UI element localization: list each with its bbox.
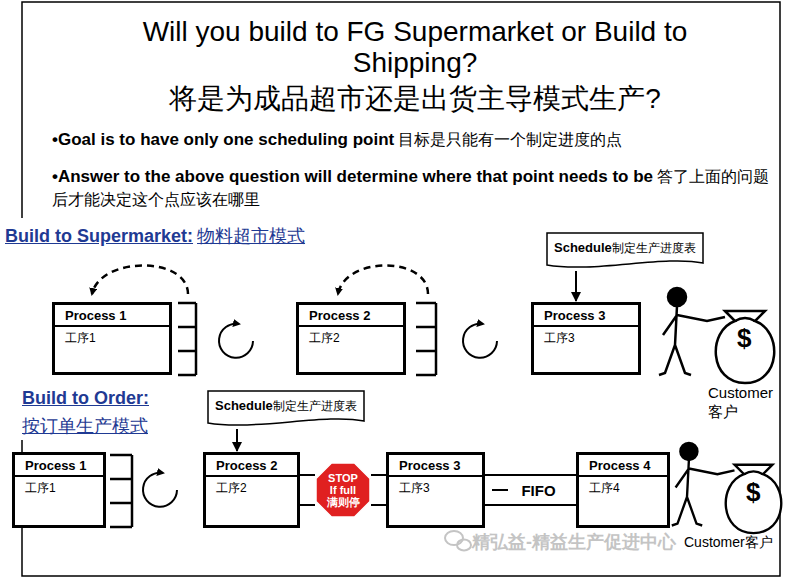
process-header: Process 1: [55, 305, 169, 327]
process-header: Process 1: [15, 455, 103, 477]
stop-text: STOP: [328, 472, 358, 484]
stop-text: If full: [330, 484, 356, 496]
schedule-text: Schedule: [554, 240, 612, 255]
label: 物料超市模式: [197, 226, 305, 246]
stop-sign: STOPIf full满则停: [315, 462, 371, 518]
process-body: 工序1: [15, 477, 103, 497]
stop-text: 满则停: [327, 496, 360, 508]
title: Will you build to FG Supermarket or Buil…: [90, 16, 740, 78]
process-box: Process 2 工序2: [203, 452, 300, 528]
process-body: 工序2: [299, 327, 403, 347]
schedule-document: Schedule制定生产进度表: [546, 232, 704, 271]
process-name: Process 2: [309, 308, 370, 323]
label-group: Customer客户: [684, 533, 784, 552]
label-group: 按订单生产模式: [22, 414, 192, 438]
process-box: Process 3 工序3: [531, 302, 641, 375]
process-name: Process 1: [65, 308, 126, 323]
process-name-cn: 工序2: [216, 480, 247, 497]
label: Build to Supermarket:: [5, 226, 193, 246]
connector: [236, 429, 238, 451]
schedule-document: Schedule制定生产进度表: [207, 390, 365, 429]
process-box: Process 2 工序2: [296, 302, 406, 375]
frame: [22, 2, 780, 576]
label: •Answer to the above question will deter…: [52, 167, 653, 186]
label-group: Build to Supermarket:物料超市模式: [5, 224, 425, 248]
process-name: Process 2: [216, 458, 277, 473]
label: •Goal is to have only one scheduling poi…: [52, 130, 394, 149]
process-name: Process 4: [589, 458, 650, 473]
label-group: •Answer to the above question will deter…: [52, 165, 777, 211]
kanban-loop: [92, 266, 428, 295]
octagon-shape: [316, 463, 370, 517]
label-group: 客户: [708, 403, 783, 422]
process-header: Process 2: [299, 305, 403, 327]
document-shape: [547, 233, 703, 267]
label: Customer: [708, 384, 773, 401]
connector: [300, 475, 315, 505]
label: $: [737, 323, 751, 353]
label: $: [746, 477, 760, 507]
label: 目标是只能有一个制定进度的点: [398, 131, 622, 148]
process-box: Process 3 工序3: [386, 452, 485, 528]
label: 客户: [708, 403, 738, 420]
connector: [485, 475, 576, 505]
edge-label: FIFO: [518, 482, 558, 499]
process-name-cn: 工序4: [589, 480, 620, 497]
schedule-text: 制定生产进度表: [612, 241, 696, 255]
process-body: 工序2: [206, 477, 297, 497]
process-name-cn: 工序1: [65, 330, 96, 347]
label-group: $: [737, 323, 757, 354]
label: 按订单生产模式: [22, 416, 148, 436]
process-name-cn: 工序3: [544, 330, 575, 347]
process-header: Process 3: [389, 455, 482, 477]
process-body: 工序4: [579, 477, 667, 497]
process-name: Process 1: [25, 458, 86, 473]
connector: [575, 271, 577, 301]
schedule-text: 制定生产进度表: [273, 399, 357, 413]
process-name-cn: 工序2: [309, 330, 340, 347]
label: 将是为成品超市还是出货主导模式生产?: [169, 83, 661, 114]
connector: [371, 475, 386, 505]
process-name: Process 3: [544, 308, 605, 323]
process-name: Process 3: [399, 458, 460, 473]
process-body: 工序3: [534, 327, 638, 347]
process-header: Process 3: [534, 305, 638, 327]
wechat-icon: [445, 531, 471, 551]
process-body: 工序1: [55, 327, 169, 347]
document-shape: [208, 391, 364, 425]
label-group: $: [746, 477, 766, 508]
process-box: Process 1 工序1: [12, 452, 106, 528]
customer-figure: [672, 443, 781, 533]
process-header: Process 2: [206, 455, 297, 477]
process-box: Process 4 工序4: [576, 452, 670, 528]
label-group: 将是为成品超市还是出货主导模式生产?: [90, 80, 740, 118]
label: Build to Order:: [22, 388, 149, 408]
process-box: Process 1 工序1: [52, 302, 172, 375]
fifo-dash: [492, 489, 508, 491]
label-group: 精弘益-精益生产促进中心: [472, 530, 687, 554]
process-header: Process 4: [579, 455, 667, 477]
customer-figure: [659, 288, 774, 383]
label: 精弘益-精益生产促进中心: [472, 532, 676, 552]
schedule-text: Schedule: [215, 398, 273, 413]
label-group: •Goal is to have only one scheduling poi…: [52, 128, 782, 151]
process-name-cn: 工序1: [25, 480, 56, 497]
label-group: Customer: [708, 384, 783, 402]
label-group: Build to Order:: [22, 388, 192, 409]
label: Customer客户: [684, 534, 773, 550]
process-body: 工序3: [389, 477, 482, 497]
process-name-cn: 工序3: [399, 480, 430, 497]
